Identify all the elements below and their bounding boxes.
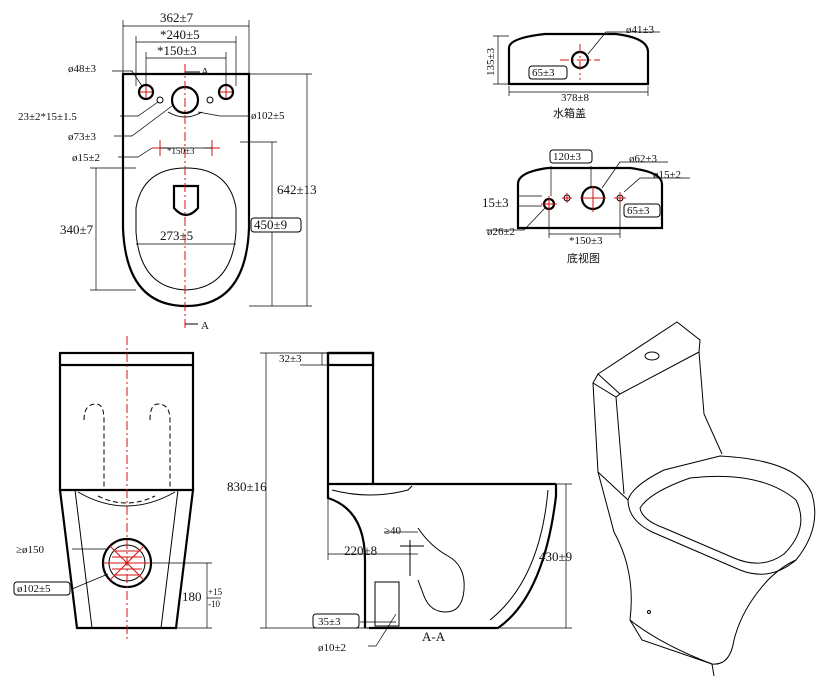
dim-35: 35±3 [318,616,341,628]
label-outlet-102: ø102±5 [251,110,285,122]
dim-width-240: *240±5 [160,27,200,42]
dim-width-362: 362±7 [160,10,194,25]
lid-hole-41: ø41±3 [626,24,655,36]
dim-bowl-450: 450±9 [254,217,287,232]
section-mark-top: A [201,66,209,78]
label-hole-73: ø73±3 [68,131,97,143]
section-mark-bottom: A [201,320,209,332]
dim-depth-340: 340±7 [60,222,94,237]
lid-width-378: 378±8 [561,92,590,104]
dim-height-430: 430±9 [539,549,572,564]
dim-height-32: 32±3 [279,353,302,365]
dim-height-830: 830±16 [227,479,267,494]
toilet-3d-render [592,321,816,677]
lid-offset-65: 65±3 [532,67,555,79]
label-outlet-102: ø102±5 [17,583,51,595]
dim-width-273: 273±5 [160,228,193,243]
tank-lid-view: 135±3 ø41±3 65±3 378±8 水箱盖 [485,24,660,120]
top-view: A A 362±7 *240±5 *150±3 ø48±3 23±2*15±1.… [18,10,317,332]
dim-height-180: 180 [182,589,202,604]
section-view: 32±3 830±16 ≥40 220±8 430±9 35±3 ø10±2 A… [227,351,572,654]
bottom-hole-15: ø15±2 [653,169,681,181]
section-caption: A-A [422,629,446,644]
label-hole-15: ø15±2 [72,152,100,164]
dim-220: 220±8 [344,543,377,558]
bottom-caption: 底视图 [567,251,600,265]
label-slot: 23±2*15±1.5 [18,111,77,123]
dim-length-642: 642±13 [277,182,317,197]
rear-view: ≥ø150 ø102±5 180 +15 -10 [13,336,223,640]
lid-caption: 水箱盖 [553,106,586,120]
bottom-offset-65: 65±3 [627,205,650,217]
tank-bottom-view: 120±3 ø62±3 ø15±2 15±3 ø26±2 65±3 *150±3… [482,149,690,265]
dim-spacing-150: *150±3 [167,146,195,156]
lid-height-135: 135±3 [485,47,497,76]
label-hole-48: ø48±3 [68,63,97,75]
dim-tol-minus: -10 [208,599,220,609]
label-hole-10: ø10±2 [318,642,346,654]
bottom-hole-26: ø26±2 [487,226,515,238]
dim-tol-plus: +15 [208,587,223,597]
dim-width-150: *150±3 [157,43,197,58]
label-trap-150: ≥ø150 [16,544,45,556]
bottom-hole-62: ø62±3 [629,153,658,165]
bottom-dim-120: 120±3 [553,151,582,163]
label-trap-40: ≥40 [384,525,402,537]
bottom-spacing-150: *150±3 [569,235,603,247]
bottom-dim-15: 15±3 [482,195,509,210]
